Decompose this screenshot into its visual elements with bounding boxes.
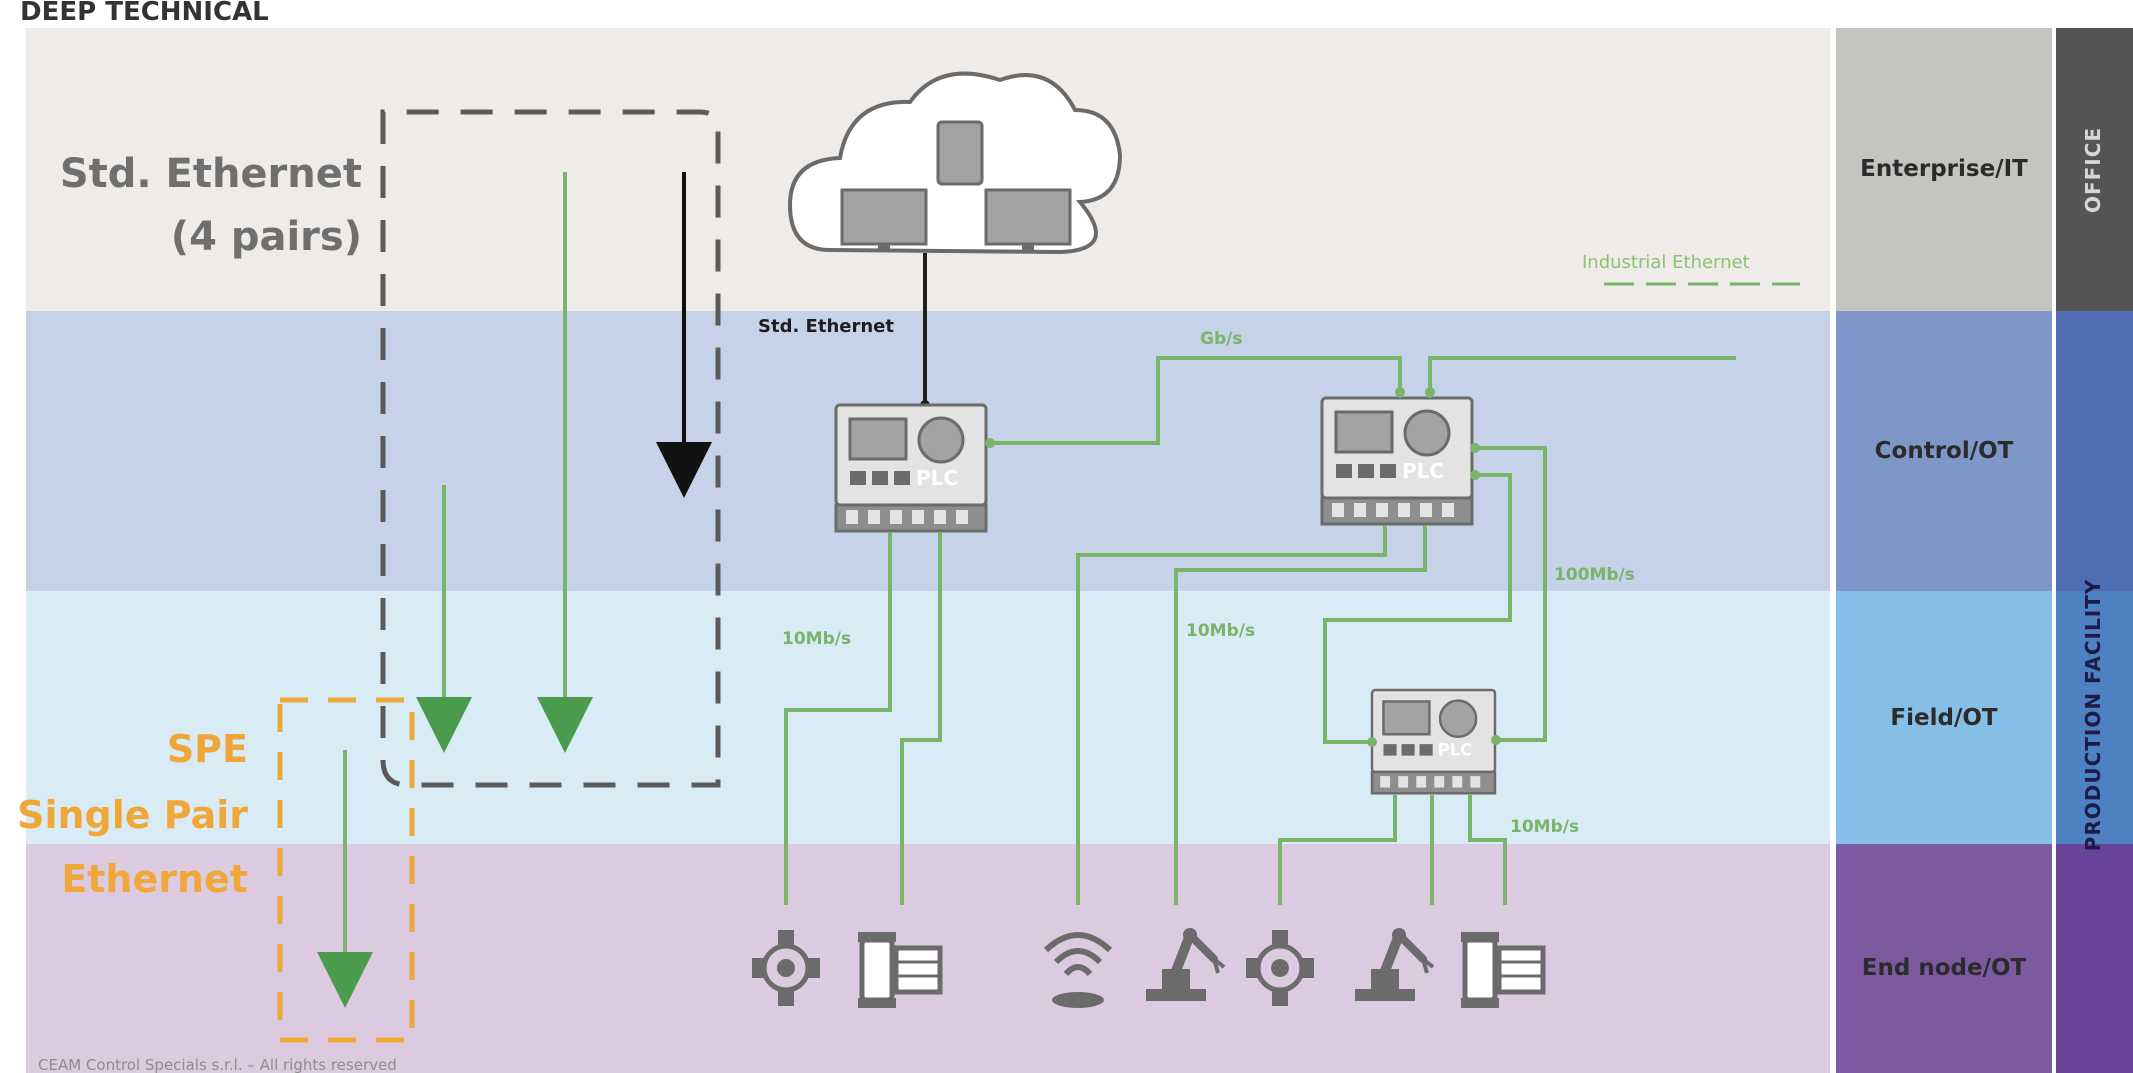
label-col-endnode [1836,844,2052,1073]
std-ethernet-link-label: Std. Ethernet [758,316,894,337]
mbs-10-label-a: 10Mb/s [782,629,851,649]
cloud-icon [787,71,1123,255]
plc-controller-2: PLC [1320,396,1474,526]
wifi-icon [1043,932,1113,1008]
mbs-100-label: 100Mb/s [1554,565,1635,585]
std-ethernet-bracket [380,109,721,788]
gbs-label: Gb/s [1200,329,1242,349]
header-text: DEEP TECHNICAL [20,0,269,27]
spe-line3: Ethernet [61,857,248,901]
svg-text:PLC: PLC [1438,741,1473,760]
svg-text:PLC: PLC [1402,459,1444,483]
spe-line2: Single Pair [17,793,248,837]
tablet-icon [936,120,984,186]
industrial-ethernet-legend: Industrial Ethernet [1582,252,1750,273]
mbs-10-label-b: 10Mb/s [1186,621,1255,641]
monitor-icon [840,188,928,246]
std-ethernet-subtitle: (4 pairs) [171,214,362,260]
label-col-control [1836,311,2052,591]
band-label-endnode: End node/OT [1862,955,2027,981]
copyright-text: CEAM Control Specials s.r.l. – All right… [38,1056,397,1073]
band-label-enterprise: Enterprise/IT [1860,156,2028,182]
plc-controller-1: PLC [834,403,988,533]
label-col-enterprise [1836,28,2052,311]
label-col-field [1836,591,2052,844]
monitor-icon-2 [984,188,1072,246]
side-strip-office [2056,28,2133,311]
plc-controller-3: PLC [1370,688,1497,795]
band-field [26,591,1830,844]
side-label-production: PRODUCTION FACILITY [2081,579,2105,852]
std-ethernet-title: Std. Ethernet [60,151,362,197]
spe-title: SPE [167,727,248,771]
band-label-field: Field/OT [1890,705,1997,731]
svg-text:PLC: PLC [916,466,958,490]
mbs-10-label-c: 10Mb/s [1510,817,1579,837]
side-label-office: OFFICE [2081,127,2105,213]
band-label-control: Control/OT [1875,438,2014,464]
